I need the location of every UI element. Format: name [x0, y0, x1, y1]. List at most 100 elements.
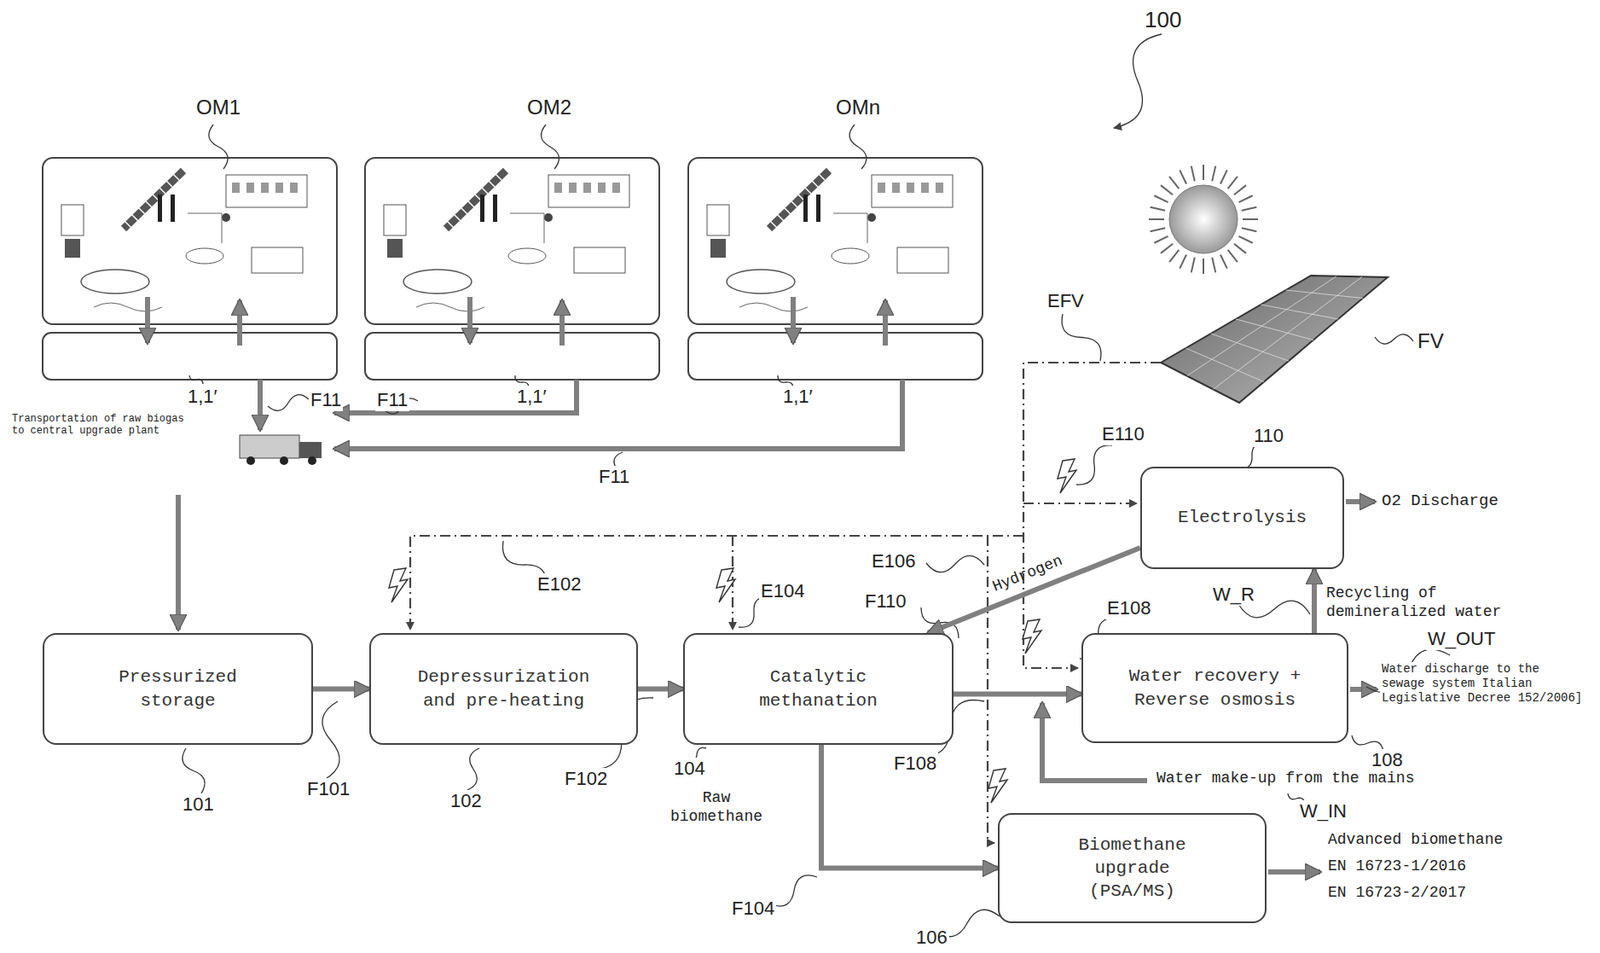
flow-arrow: [927, 547, 1141, 633]
leader-line: [208, 124, 228, 169]
callout-number: 101: [180, 793, 216, 816]
column: [803, 194, 808, 222]
sun-ray: [1234, 185, 1247, 195]
equipment-dot: [867, 213, 876, 222]
sun-ray: [1153, 195, 1168, 203]
power-line: [410, 535, 1024, 630]
lightning-symbol: [1022, 619, 1042, 654]
column: [816, 194, 821, 222]
window: [906, 182, 915, 193]
note-text: Transportation of raw biogas to central …: [10, 412, 203, 438]
leader-line: [322, 701, 340, 780]
column: [492, 194, 498, 222]
window: [568, 182, 577, 193]
flow-arrow: [313, 686, 370, 692]
digester: [403, 269, 472, 294]
plant-box: [365, 157, 660, 325]
truck-cab: [299, 441, 322, 458]
truck-wheel: [279, 456, 289, 465]
callout-label: W_OUT: [1426, 627, 1497, 650]
sun-ray: [1169, 176, 1179, 189]
sun-ray: [1241, 227, 1258, 232]
callout-number: 106: [914, 926, 950, 949]
flow-arrow: [175, 494, 181, 630]
box-text: Depressurization and pre-heating: [405, 665, 603, 713]
flow-arrow: [1311, 568, 1317, 633]
sun-ray: [1202, 164, 1205, 180]
leader-line: [1061, 313, 1102, 361]
callout-label: E104: [759, 579, 806, 603]
flow-arrow: [953, 691, 1082, 697]
window: [583, 182, 592, 193]
panel-grid: [1187, 276, 1337, 377]
callout-label: F108: [892, 752, 939, 775]
note-text: EN 16723-2/2017: [1326, 883, 1468, 903]
leader-line: [926, 555, 985, 572]
plant-unit-box: [42, 332, 337, 380]
callout-label: OM2: [525, 95, 574, 121]
conveyor-rung: [446, 220, 454, 228]
conveyor-rung: [811, 179, 818, 187]
conveyor-rung: [467, 200, 475, 208]
flow-arrow: [821, 744, 998, 869]
process-box: Water recovery + Reverse osmosis: [1081, 632, 1349, 743]
column: [157, 194, 163, 222]
conveyor: [446, 170, 506, 229]
sun-ray: [1169, 249, 1179, 262]
bin: [64, 238, 81, 258]
callout-label: F104: [730, 897, 777, 920]
note-text: EN 16723-1/2016: [1326, 857, 1468, 876]
conveyor-rung: [494, 173, 502, 180]
conveyor-rung: [790, 200, 798, 208]
equipment: [251, 247, 303, 273]
process-box: Catalytic methanation: [683, 632, 954, 745]
container: [707, 204, 730, 236]
conveyor-rung: [797, 193, 805, 201]
truck-wheel: [246, 456, 256, 465]
truck-icon: [239, 434, 322, 465]
conveyor-rung: [776, 214, 784, 221]
digester: [81, 269, 150, 294]
window: [612, 182, 621, 193]
panel-grid: [1212, 276, 1363, 389]
sun-ray: [1153, 236, 1168, 244]
flow-arrow: [144, 296, 151, 343]
sun: [1169, 185, 1238, 254]
flow-arrow: [1268, 869, 1321, 875]
plant-illustration: [42, 157, 337, 380]
leader-line: [267, 394, 309, 412]
conveyor-rung: [804, 186, 812, 194]
callout-label: FV: [1415, 329, 1446, 354]
conveyor-rung: [131, 214, 139, 221]
leader-line: [1113, 34, 1162, 128]
plant-unit-box: [365, 332, 660, 380]
leader-line: [771, 875, 818, 906]
sun-ray: [1238, 195, 1253, 203]
callout-label: W_IN: [1298, 800, 1349, 823]
lightning-symbol: [716, 568, 736, 603]
flow-arrow: [882, 300, 888, 346]
conveyor: [769, 170, 829, 229]
callout-number: 104: [672, 757, 708, 780]
window: [289, 182, 298, 193]
panel-grid: [1211, 333, 1289, 361]
window: [877, 182, 886, 193]
flow-arrow: [334, 379, 577, 413]
box-text: Pressurized storage: [80, 665, 277, 713]
callout-label: F101: [305, 777, 352, 800]
conveyor-rung: [783, 207, 791, 215]
box-text: Catalytic methanation: [720, 665, 917, 713]
conveyor-rung: [172, 173, 180, 180]
building: [548, 174, 630, 208]
callout-label: 1,1′: [781, 385, 815, 408]
flow-arrow: [790, 296, 796, 343]
window: [260, 182, 269, 193]
panel-grid: [1185, 347, 1264, 383]
flow-arrow: [334, 379, 903, 449]
equipment: [573, 247, 626, 273]
lightning-symbol: [388, 568, 408, 603]
sun-ray: [1211, 257, 1216, 273]
equipment: [897, 247, 949, 273]
